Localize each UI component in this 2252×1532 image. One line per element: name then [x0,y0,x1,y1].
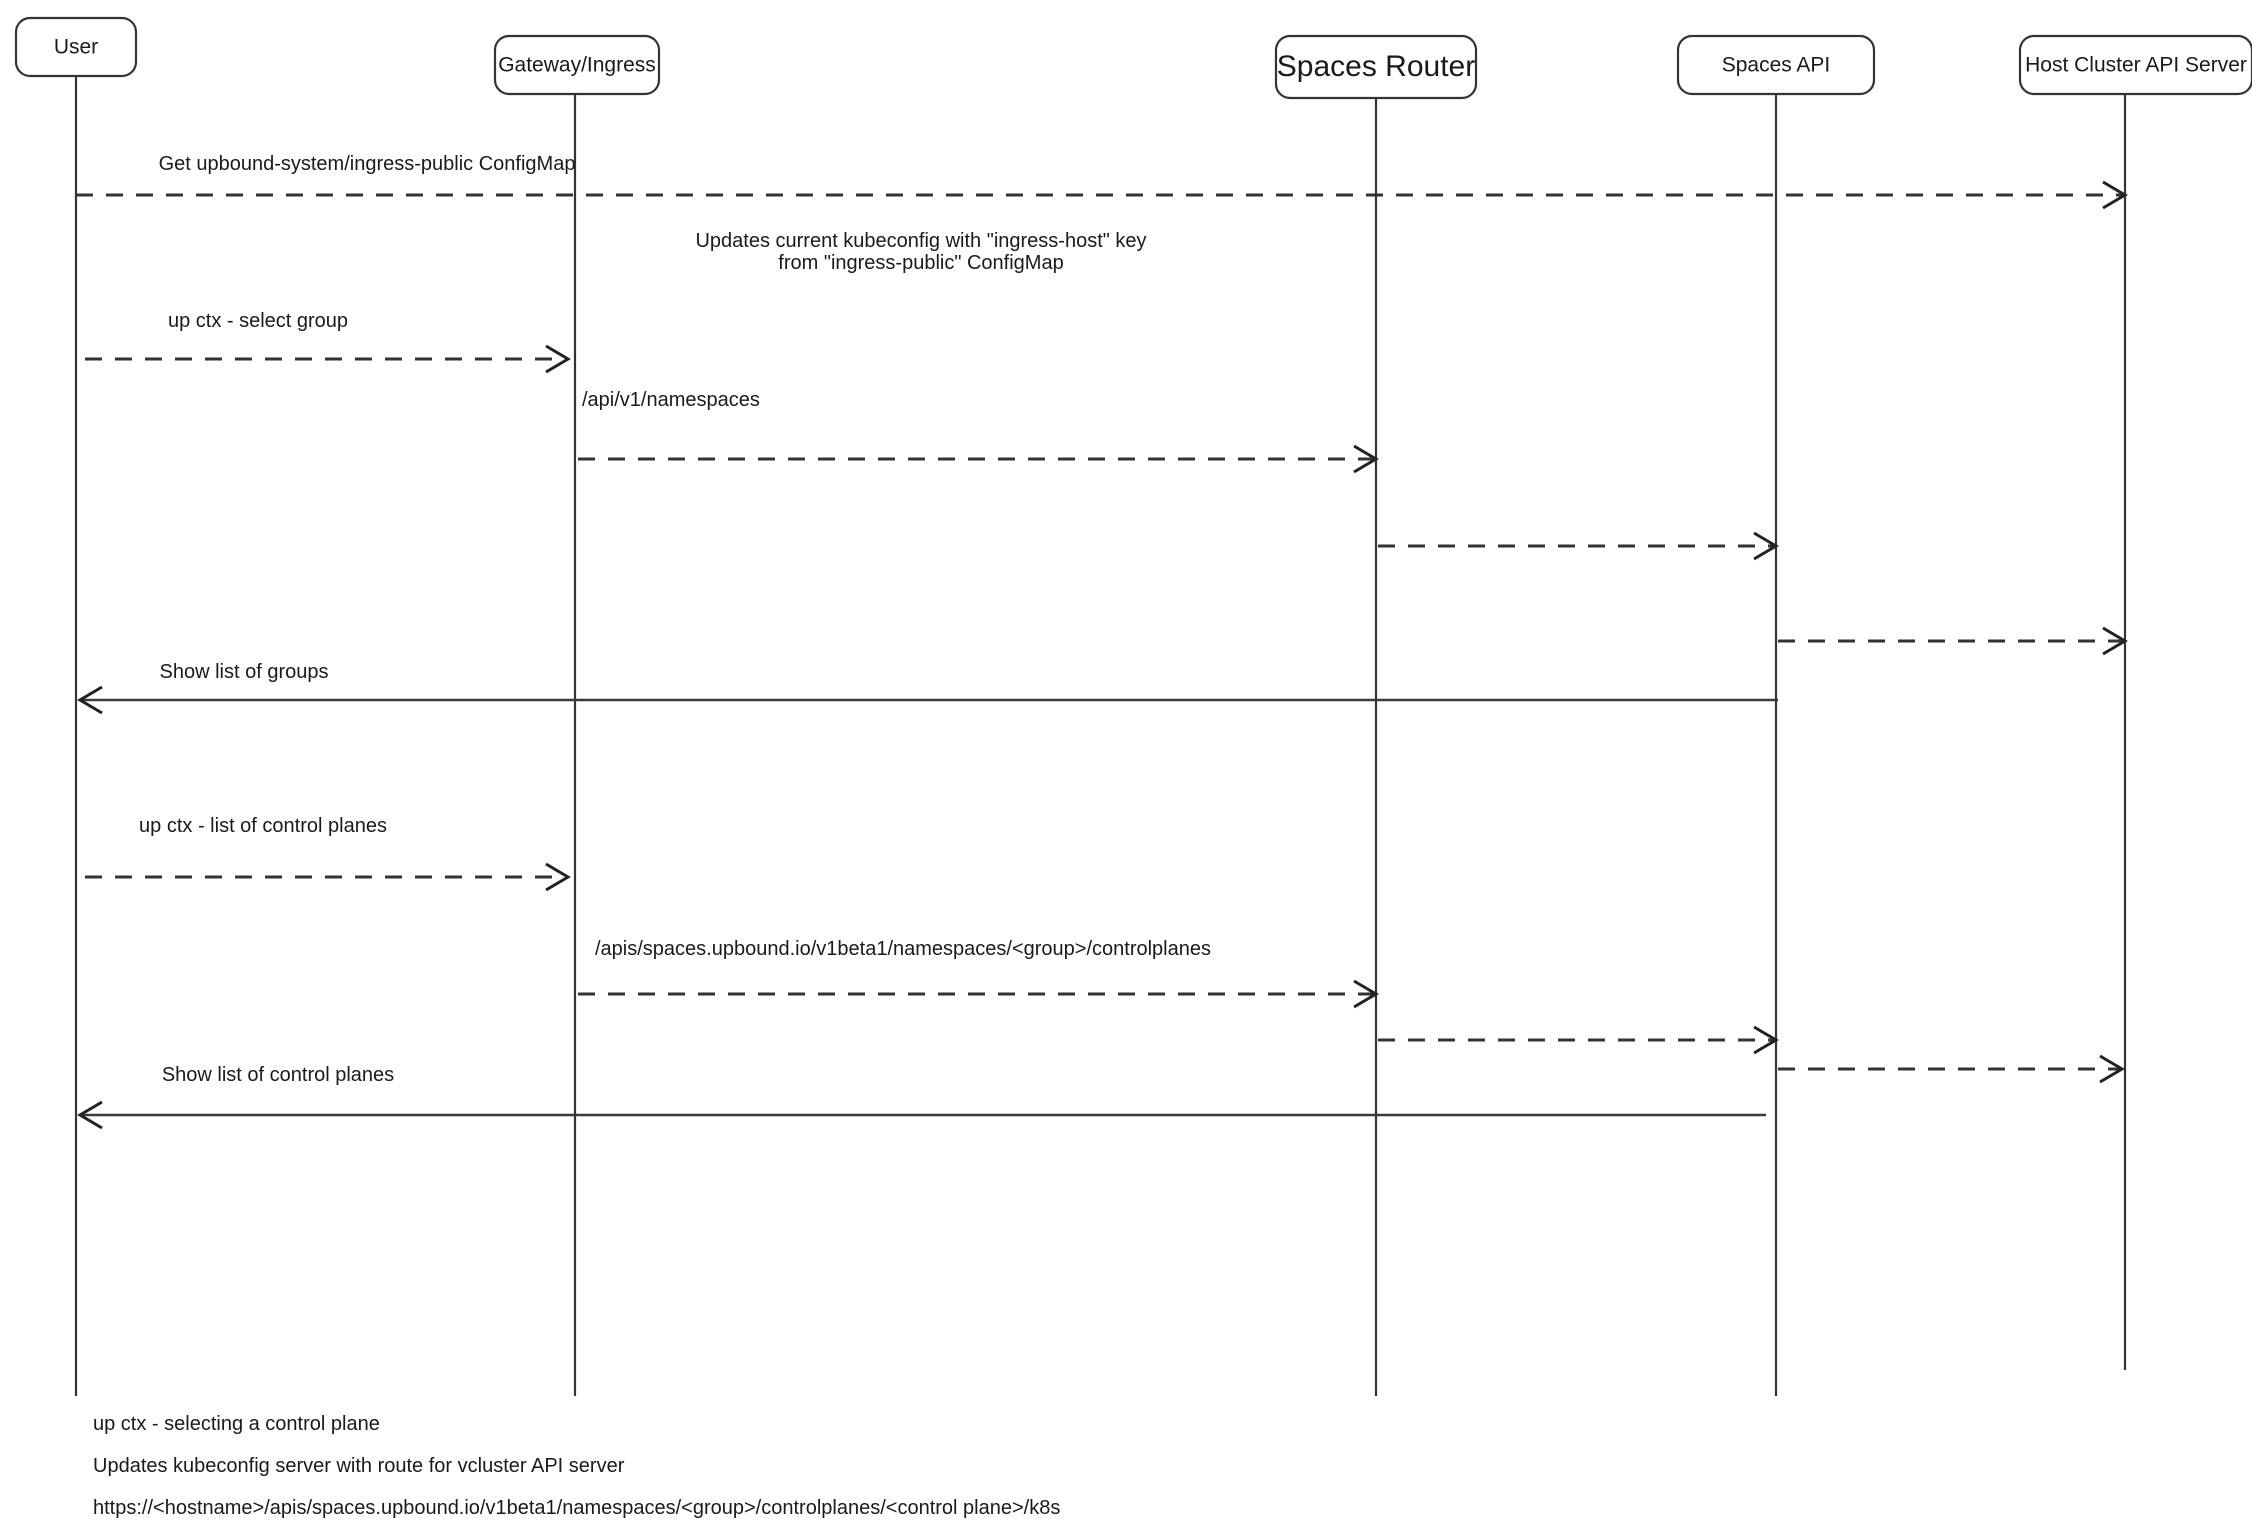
note-url: https://<hostname>/apis/spaces.upbound.i… [93,1497,1060,1519]
arrowhead [545,862,571,892]
msg-get-configmap-label: Get upbound-system/ingress-public Config… [159,153,576,175]
msg-controlplanes-path: /apis/spaces.upbound.io/v1beta1/namespac… [578,938,1379,1009]
participant-label-spaces-api: Spaces API [1722,54,1831,77]
msg-api-v1-namespaces-label: /api/v1/namespaces [582,389,760,411]
msg-up-ctx-list-control-planes: up ctx - list of control planes [85,815,571,892]
participant-label-user: User [54,36,98,59]
arrowhead [545,344,571,374]
msg-router-to-api-2 [1378,1025,1779,1055]
note-updates-kubeconfig-line-1: from "ingress-public" ConfigMap [778,252,1063,274]
msg-controlplanes-path-label: /apis/spaces.upbound.io/v1beta1/namespac… [595,938,1211,960]
participant-box-spaces-router[interactable] [1274,34,1478,100]
msg-up-ctx-select-group-label: up ctx - select group [168,310,348,332]
participant-user[interactable]: User [14,16,138,78]
arrowhead [1753,1025,1779,1055]
arrowhead [2102,626,2128,656]
participant-host-cluster[interactable]: Host Cluster API Server [2018,34,2252,96]
msg-show-list-of-groups-label: Show list of groups [160,661,329,683]
msg-show-list-of-control-planes: Show list of control planes [77,1064,1766,1130]
msg-api-v1-namespaces: /api/v1/namespaces [578,389,1379,474]
msg-show-list-of-control-planes-label: Show list of control planes [162,1064,394,1086]
note-updates-kubeconfig-server: Updates kubeconfig server with route for… [93,1455,625,1477]
note-selecting-control-plane: up ctx - selecting a control plane [93,1413,380,1435]
msg-up-ctx-list-control-planes-label: up ctx - list of control planes [139,815,387,837]
participant-box-host-cluster[interactable] [2018,34,2252,96]
participant-label-spaces-router: Spaces Router [1277,50,1475,83]
participant-box-spaces-api[interactable] [1676,34,1876,96]
msg-show-list-of-groups: Show list of groups [77,661,1778,715]
participant-spaces-router[interactable]: Spaces Router [1274,34,1478,100]
msg-api-to-host-1 [1778,626,2128,656]
participant-box-user[interactable] [14,16,138,78]
msg-get-configmap: Get upbound-system/ingress-public Config… [76,153,2128,210]
msg-up-ctx-select-group: up ctx - select group [85,310,571,374]
participant-gateway[interactable]: Gateway/Ingress [493,34,661,96]
arrowhead [2102,180,2128,210]
msg-api-to-host-2 [1778,1054,2125,1084]
participant-label-host-cluster: Host Cluster API Server [2025,54,2247,77]
msg-router-to-api-1 [1378,531,1779,561]
participant-box-gateway[interactable] [493,34,661,96]
participant-spaces-api[interactable]: Spaces API [1676,34,1876,96]
arrowhead [77,685,103,715]
participant-label-gateway: Gateway/Ingress [498,54,656,77]
note-updates-kubeconfig: Updates current kubeconfig with "ingress… [695,230,1146,274]
arrowhead [1753,531,1779,561]
arrowhead [1353,444,1379,474]
arrowhead [1353,979,1379,1009]
note-updates-kubeconfig-line-0: Updates current kubeconfig with "ingress… [695,230,1146,252]
arrowhead [77,1100,103,1130]
arrowhead [2099,1054,2125,1084]
